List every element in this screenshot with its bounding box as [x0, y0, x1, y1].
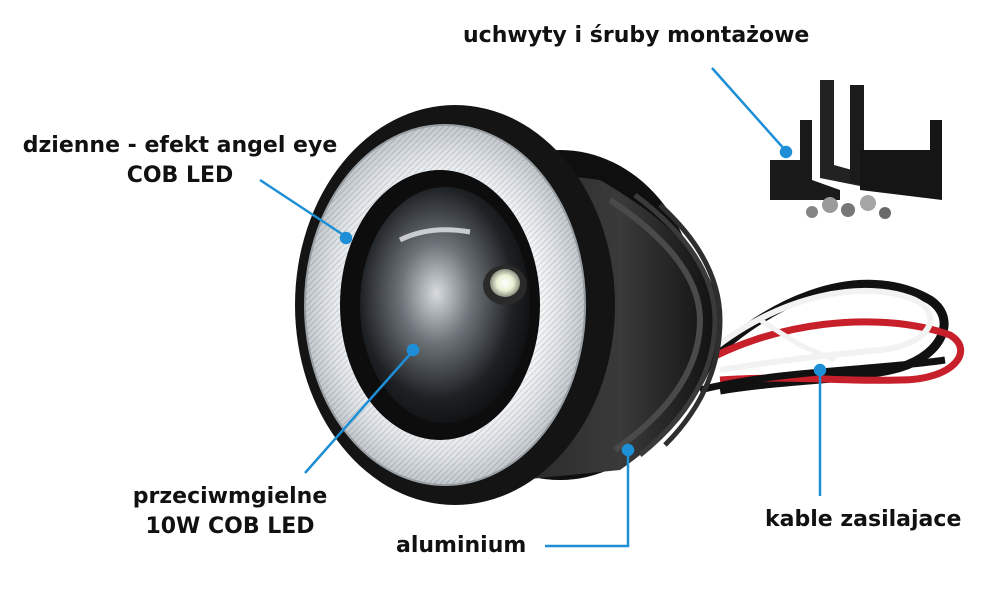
callout-line-drl	[259, 178, 346, 238]
callout-dot-fog	[406, 343, 420, 357]
label-aluminium: aluminium	[396, 533, 527, 558]
callout-line-aluminium	[545, 452, 630, 548]
label-fog: przeciwmgielne 10W COB LED	[125, 482, 335, 542]
label-mounting: uchwyty i śruby montażowe	[463, 23, 810, 48]
callouts	[259, 67, 827, 548]
callout-dot-cables	[813, 363, 827, 377]
label-drl: dzienne - efekt angel eye COB LED	[15, 131, 345, 191]
label-fog-line1: przeciwmgielne	[132, 484, 328, 509]
mounting-brackets	[770, 80, 942, 219]
callout-line-fog	[304, 351, 413, 474]
power-cables	[686, 279, 965, 395]
callout-dot-mounting	[779, 145, 793, 159]
callout-line-mounting	[711, 67, 786, 151]
callout-dot-drl	[339, 231, 353, 245]
lamp-front	[295, 105, 615, 505]
label-drl-line2: COB LED	[126, 163, 234, 188]
callout-dot-aluminium	[621, 443, 635, 457]
label-fog-line2: 10W COB LED	[145, 514, 315, 539]
label-drl-line1: dzienne - efekt angel eye	[22, 133, 338, 158]
label-cables: kable zasilajace	[765, 507, 962, 532]
